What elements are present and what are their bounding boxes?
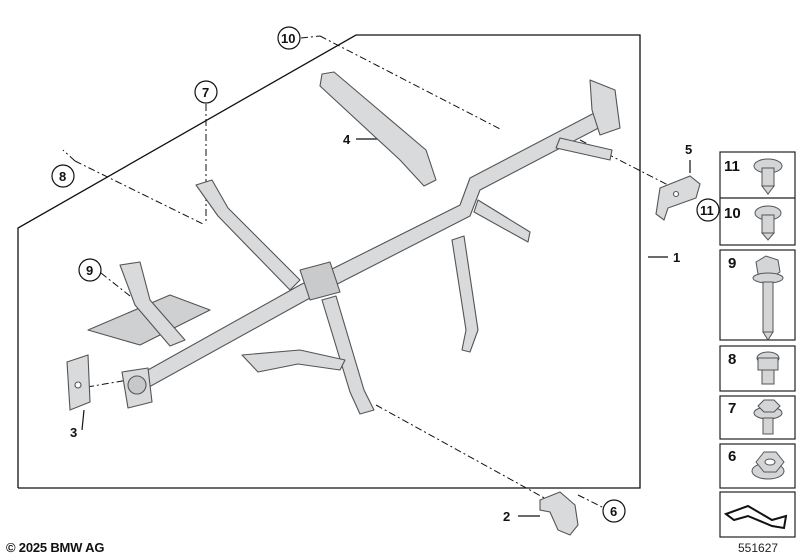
- circled-callouts: [51, 26, 720, 523]
- reference-arrow-icon: [723, 504, 788, 530]
- callout-11: 11: [700, 203, 714, 218]
- assembly-frame: [17, 34, 641, 489]
- hex-bolt-icon: [752, 255, 784, 341]
- legend-number-11: 11: [724, 158, 740, 175]
- legend-numbers: 11 10 9 8 7 6: [724, 158, 741, 465]
- callout-8: 8: [59, 169, 66, 184]
- callout-3: 3: [70, 425, 77, 440]
- callout-5: 5: [685, 142, 692, 157]
- socket-screw-icon: [756, 351, 780, 385]
- legend-number-9: 9: [728, 255, 736, 272]
- legend-number-8: 8: [728, 351, 736, 368]
- bracket-part-5: [655, 175, 701, 221]
- circled-callout-labels: 10 7 8 9 11 6: [59, 31, 714, 519]
- torx-screw-icon: [754, 205, 782, 241]
- callout-6: 6: [610, 504, 617, 519]
- callout-1: 1: [673, 250, 680, 265]
- bracket-part-3: [66, 354, 91, 411]
- hex-nut-icon: [751, 451, 785, 480]
- hex-flange-bolt-icon: [753, 399, 783, 435]
- plain-callouts: 1 2 3 4 5: [70, 132, 692, 524]
- fastener-legend: [719, 151, 796, 538]
- callout-2: 2: [503, 509, 510, 524]
- bracket-part-2: [539, 491, 579, 536]
- legend-number-10: 10: [724, 205, 741, 222]
- callout-7: 7: [202, 85, 209, 100]
- diagram-number: 551627: [738, 541, 779, 555]
- cross-car-beam: [87, 71, 621, 415]
- callout-4: 4: [343, 132, 351, 147]
- callout-10: 10: [281, 31, 295, 46]
- torx-screw-icon: [753, 158, 783, 195]
- legend-number-7: 7: [728, 400, 736, 417]
- copyright-text: © 2025 BMW AG: [6, 540, 105, 555]
- legend-number-6: 6: [728, 448, 736, 465]
- callout-9: 9: [86, 263, 93, 278]
